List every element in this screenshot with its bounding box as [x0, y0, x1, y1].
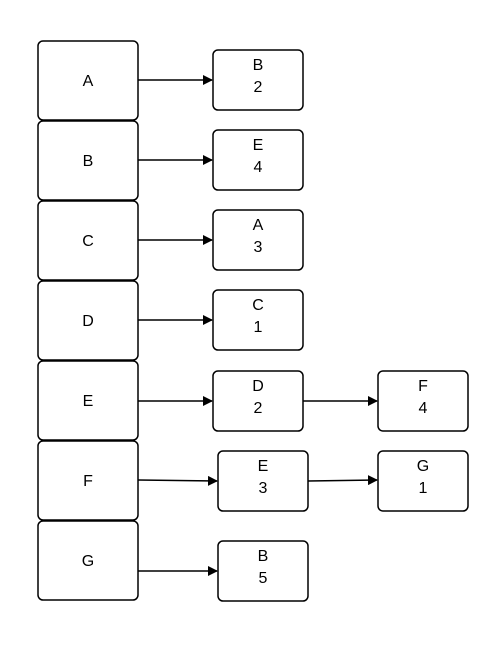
neighbor-box-g-1	[217, 540, 309, 602]
neighbor-weight-d-1: 1	[254, 319, 263, 336]
neighbor-node-f-1: E	[258, 458, 269, 475]
vertex-label-e: E	[83, 393, 94, 410]
vertex-row-d: D C 1	[37, 280, 304, 361]
vertex-label-c: C	[82, 233, 94, 250]
neighbor-weight-f-1: 3	[259, 480, 268, 497]
neighbor-node-c-1: A	[253, 217, 264, 234]
vertex-row-b: B E 4	[37, 120, 304, 201]
vertex-label-g: G	[82, 553, 94, 570]
neighbor-box-d-1	[212, 289, 304, 351]
neighbor-weight-c-1: 3	[254, 239, 263, 256]
neighbor-box-e-2	[377, 370, 469, 432]
neighbor-weight-g-1: 5	[259, 570, 268, 587]
edge-arrow-f-e	[137, 475, 218, 486]
neighbor-node-g-1: B	[258, 548, 269, 565]
vertex-row-e: E D 2 F 4	[37, 360, 469, 441]
vertex-row-a: A B 2	[37, 40, 304, 121]
vertex-label-d: D	[82, 313, 94, 330]
neighbor-box-b-1	[212, 129, 304, 191]
vertex-row-g: G B 5	[37, 520, 309, 602]
neighbor-weight-e-2: 4	[419, 400, 428, 417]
neighbor-node-f-2: G	[417, 458, 429, 475]
vertex-label-a: A	[83, 73, 94, 90]
neighbor-node-d-1: C	[252, 297, 264, 314]
neighbor-box-a-1	[212, 49, 304, 111]
neighbor-weight-f-2: 1	[419, 480, 428, 497]
vertex-row-c: C A 3	[37, 200, 304, 281]
neighbor-node-b-1: E	[253, 137, 264, 154]
neighbor-node-e-1: D	[252, 378, 264, 395]
neighbor-node-e-2: F	[418, 378, 428, 395]
vertex-box-g	[37, 520, 139, 601]
neighbor-weight-b-1: 4	[254, 159, 263, 176]
neighbor-box-c-1	[212, 209, 304, 271]
neighbor-node-a-1: B	[253, 57, 264, 74]
neighbor-box-f-2	[377, 450, 469, 512]
neighbor-weight-e-1: 2	[254, 400, 263, 417]
edge-arrow-e-g	[307, 475, 378, 486]
vertex-row-f: F E 3 G 1	[37, 440, 469, 521]
neighbor-weight-a-1: 2	[254, 79, 263, 96]
vertex-label-f: F	[83, 473, 93, 490]
vertex-label-b: B	[83, 153, 94, 170]
